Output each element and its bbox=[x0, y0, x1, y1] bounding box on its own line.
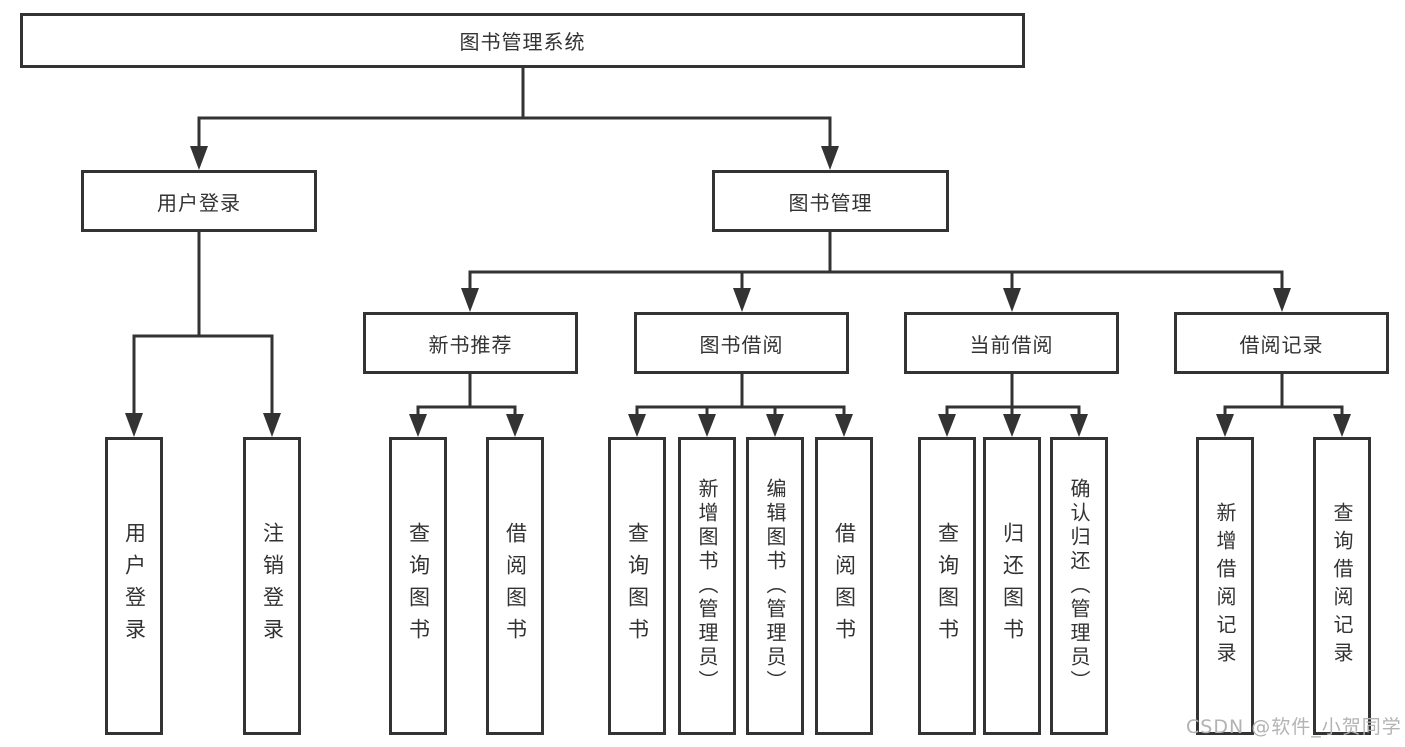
leaf-logout-label: 注销登录 bbox=[260, 522, 285, 650]
leaf-edit-books-admin-label: 编辑图书（管理员） bbox=[763, 478, 787, 694]
leaf-user-login: 用户登录 bbox=[105, 437, 163, 735]
connector-root bbox=[190, 68, 839, 170]
connector-book-management-children bbox=[461, 232, 1291, 312]
node-user-login: 用户登录 bbox=[81, 170, 317, 232]
node-root-label: 图书管理系统 bbox=[459, 30, 586, 54]
node-book-borrow: 图书借阅 bbox=[634, 312, 849, 374]
leaf-query-borrow-record-label: 查询借阅记录 bbox=[1330, 502, 1354, 670]
node-root: 图书管理系统 bbox=[20, 13, 1025, 68]
connector-user-login-children bbox=[125, 232, 281, 437]
leaf-borrow-books-recommend: 借阅图书 bbox=[486, 437, 544, 735]
leaf-edit-books-admin: 编辑图书（管理员） bbox=[746, 437, 804, 735]
leaf-logout: 注销登录 bbox=[243, 437, 301, 735]
leaf-query-books-borrow: 查询图书 bbox=[608, 437, 666, 735]
leaf-add-borrow-record: 新增借阅记录 bbox=[1196, 437, 1254, 735]
node-current-borrow: 当前借阅 bbox=[904, 312, 1119, 374]
leaf-borrow-books-label: 借阅图书 bbox=[832, 522, 857, 650]
node-borrow-records-label: 借阅记录 bbox=[1239, 332, 1324, 357]
leaf-borrow-books-recommend-label: 借阅图书 bbox=[503, 522, 528, 650]
node-new-book-recommend: 新书推荐 bbox=[363, 312, 578, 374]
leaf-add-books-admin-label: 新增图书（管理员） bbox=[695, 478, 719, 694]
leaf-query-books-recommend-label: 查询图书 bbox=[406, 522, 431, 650]
leaf-confirm-return-admin-label: 确认归还（管理员） bbox=[1067, 478, 1091, 694]
leaf-query-books-current: 查询图书 bbox=[918, 437, 976, 735]
node-borrow-records: 借阅记录 bbox=[1174, 312, 1389, 374]
leaf-query-borrow-record: 查询借阅记录 bbox=[1313, 437, 1371, 735]
leaf-query-books-recommend: 查询图书 bbox=[389, 437, 447, 735]
connector-book-borrow-children bbox=[628, 374, 853, 437]
connector-current-borrow-children bbox=[938, 374, 1088, 437]
leaf-add-books-admin: 新增图书（管理员） bbox=[678, 437, 736, 735]
node-current-borrow-label: 当前借阅 bbox=[969, 332, 1054, 357]
leaf-return-books: 归还图书 bbox=[983, 437, 1041, 735]
leaf-query-books-borrow-label: 查询图书 bbox=[625, 522, 650, 650]
node-book-borrow-label: 图书借阅 bbox=[699, 332, 784, 357]
node-book-management-label: 图书管理 bbox=[788, 190, 873, 215]
node-new-book-recommend-label: 新书推荐 bbox=[428, 332, 513, 357]
connector-new-book-recommend-children bbox=[409, 374, 524, 437]
leaf-confirm-return-admin: 确认归还（管理员） bbox=[1050, 437, 1108, 735]
connector-borrow-records-children bbox=[1216, 374, 1351, 437]
leaf-borrow-books: 借阅图书 bbox=[815, 437, 873, 735]
leaf-query-books-current-label: 查询图书 bbox=[935, 522, 960, 650]
node-user-login-label: 用户登录 bbox=[157, 190, 241, 215]
leaf-return-books-label: 归还图书 bbox=[1000, 522, 1025, 650]
leaf-add-borrow-record-label: 新增借阅记录 bbox=[1213, 502, 1237, 670]
csdn-watermark: CSDN @软件_小贺同学 bbox=[1186, 716, 1402, 738]
leaf-user-login-label: 用户登录 bbox=[122, 522, 147, 650]
node-book-management: 图书管理 bbox=[712, 170, 949, 232]
